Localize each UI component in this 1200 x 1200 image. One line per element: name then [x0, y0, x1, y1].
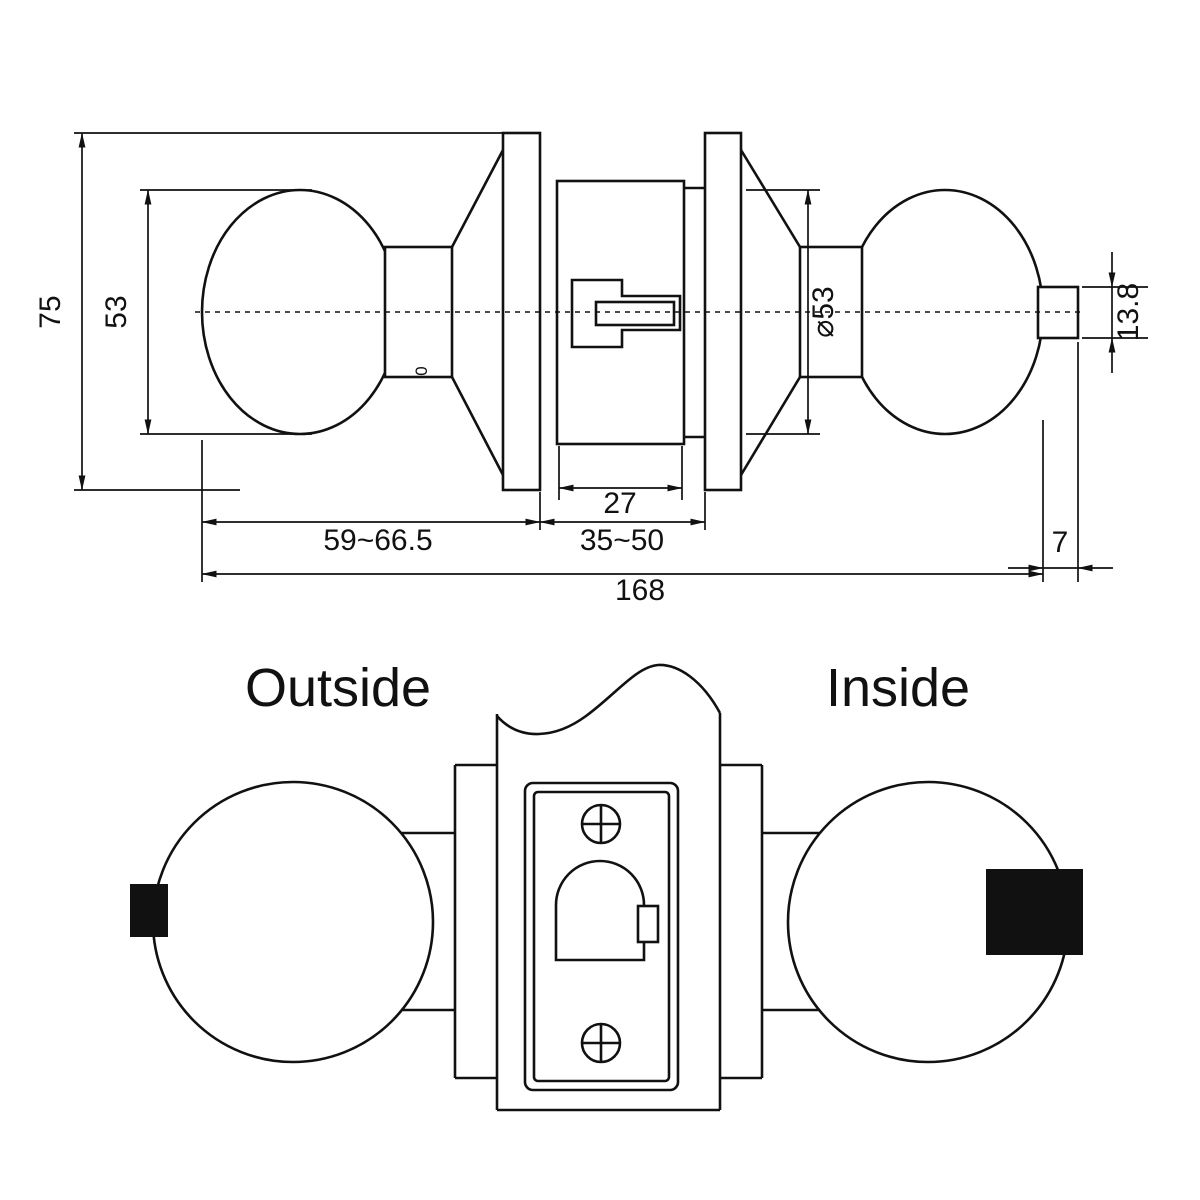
- outside-label: Outside: [245, 658, 431, 718]
- door-edge-break-line: [496, 663, 722, 736]
- bottom-view-geometry: [130, 663, 1083, 1112]
- right-rose-flare-top: [739, 149, 802, 248]
- top-view: 75 53 ⌀53 13.8 27 59~66.5 35~50 7 168 0: [34, 131, 1148, 607]
- inside-label: Inside: [826, 658, 970, 718]
- latch-bolt: [554, 859, 646, 962]
- dim-backset-label: 35~50: [580, 524, 664, 557]
- inside-turn-button: [986, 869, 1083, 955]
- spindle-slot-outline: [570, 278, 682, 349]
- spindle-slot-inner: [594, 300, 676, 327]
- bottom-view: Outside Inside: [130, 658, 1083, 1112]
- top-view-geometry: [195, 131, 1085, 492]
- bottom-view-titles: Outside Inside: [245, 658, 970, 718]
- screw-top: [580, 803, 622, 845]
- zero-mark-label: 0: [412, 366, 431, 375]
- left-rose-flare-bottom: [450, 376, 505, 476]
- dim-spindle-protrusion-label: 7: [1052, 526, 1069, 559]
- dim-overall-height-label: 75: [34, 295, 67, 328]
- dim-overall-length-label: 168: [615, 574, 665, 607]
- dim-rose-diameter-label: ⌀53: [807, 286, 840, 337]
- outside-keyway: [130, 884, 168, 937]
- top-view-labels: 75 53 ⌀53 13.8 27 59~66.5 35~50 7 168 0: [34, 283, 1145, 607]
- top-view-dimensions: [74, 132, 1148, 582]
- screw-bottom: [580, 1022, 622, 1064]
- dim-knob-length-label: 59~66.5: [323, 524, 432, 557]
- right-rose-flare-bottom: [739, 376, 802, 476]
- dim-spindle-height-label: 13.8: [1112, 283, 1145, 341]
- latch-faceplate-inner: [532, 790, 671, 1083]
- dim-knob-diameter-label: 53: [100, 295, 133, 328]
- left-rose-flare-top: [450, 149, 505, 248]
- latch-bolt-tab: [636, 904, 660, 944]
- dim-latch-case-width-label: 27: [603, 487, 636, 520]
- outside-knob-front: [151, 780, 435, 1064]
